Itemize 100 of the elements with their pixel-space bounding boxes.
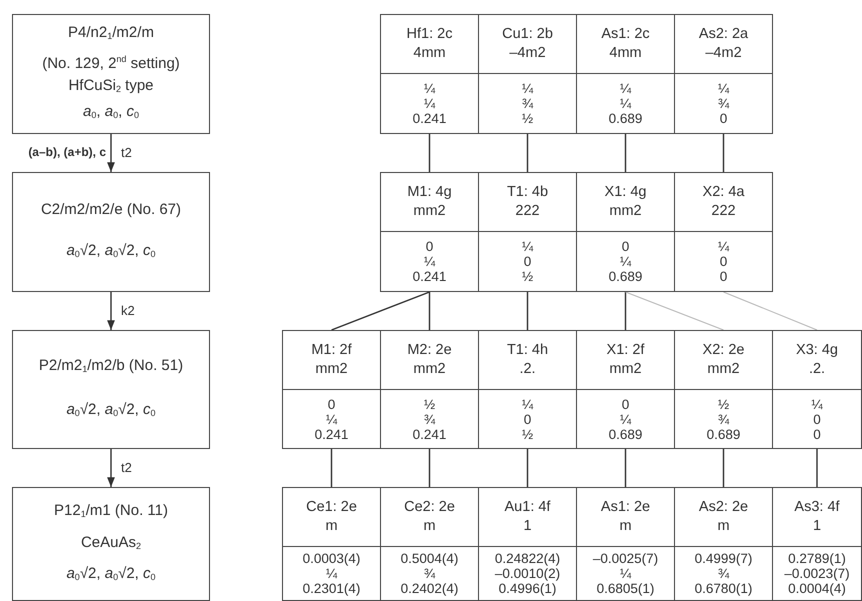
site-symmetry: mm2: [413, 202, 446, 221]
coordinate-value: ¾: [718, 566, 730, 581]
coordinate-value: 0.689: [608, 269, 642, 284]
site-symmetry: 222: [711, 202, 736, 221]
coordinate-value: 0: [720, 254, 728, 269]
site-label: Ce1: 2e: [306, 498, 357, 517]
coordinate-value: 0.241: [412, 111, 446, 126]
coordinate-value: ½: [718, 396, 730, 412]
site-symmetry: m: [619, 517, 632, 536]
coordinate-value: ¼: [326, 412, 338, 426]
coordinate-value: –0.0023(7): [784, 566, 850, 581]
connector-line: [816, 449, 818, 487]
coordinate-value: 0.2402(4): [400, 581, 458, 596]
space-group-box: [12, 487, 210, 601]
coordinate-value: 0: [622, 396, 630, 412]
coordinate-value: 0.689: [706, 426, 740, 442]
connector-line: [722, 449, 724, 487]
coordinate-value: ¼: [718, 81, 730, 96]
coordinate-value: 0.689: [608, 111, 642, 126]
site-symmetry: 222: [515, 202, 540, 221]
site-symmetry: 1: [523, 517, 532, 536]
site-table-column: [576, 14, 675, 134]
site-symmetry: 1: [812, 517, 822, 536]
site-table-column: [674, 487, 773, 601]
coordinate-value: 0.5004(4): [400, 551, 458, 566]
site-table-column: [380, 487, 479, 601]
site-label: T1: 4b: [506, 183, 548, 202]
edge-label: k2: [120, 303, 136, 318]
site-label: Au1: 4f: [504, 498, 550, 517]
site-symmetry: m: [717, 517, 730, 536]
edge-label: t2: [120, 145, 133, 160]
coordinate-value: 0: [426, 239, 434, 254]
coordinate-value: ½: [522, 426, 534, 442]
connector-line: [428, 134, 430, 172]
site-symmetry: 4mm: [413, 44, 446, 63]
arrow: [107, 292, 115, 330]
connector-line: [723, 292, 818, 330]
coordinate-value: 0.241: [314, 426, 348, 442]
site-table-column: [380, 330, 479, 449]
coordinate-value: ¾: [424, 566, 436, 581]
coordinate-value: 0.2301(4): [302, 581, 360, 596]
coordinate-value: ¼: [620, 254, 632, 269]
site-table-column: [772, 330, 862, 449]
connector-line: [624, 134, 626, 172]
site-symmetry: –4m2: [705, 44, 742, 63]
coordinate-value: ¼: [522, 81, 534, 96]
connector-line: [526, 449, 528, 487]
site-symmetry: –4m2: [509, 44, 546, 63]
space-group-symbol: P2/m2$_{1}$/m2/b (No. 51): [38, 357, 184, 376]
coordinate-value: ¼: [620, 81, 632, 96]
coordinate-value: 0.241: [412, 269, 446, 284]
coordinate-value: ¼: [424, 254, 436, 269]
group-text: a$_{0}$, a$_{0}$, c$_{0}$: [83, 103, 139, 122]
site-label: As1: 2e: [600, 498, 650, 517]
site-label: As2: 2e: [698, 498, 748, 517]
site-table-column: [380, 14, 479, 134]
coordinate-value: 0.0004(4): [788, 581, 846, 596]
site-table-column: [576, 487, 675, 601]
site-symmetry: mm2: [315, 360, 348, 379]
coordinate-value: 0.4996(1): [498, 581, 556, 596]
site-label: M1: 4g: [407, 183, 452, 202]
site-table-column: [282, 330, 381, 449]
connector-line: [526, 292, 528, 330]
site-table-column: [576, 330, 675, 449]
coordinate-value: 0.0003(4): [302, 551, 360, 566]
site-table-column: [478, 330, 577, 449]
coordinate-value: 0.2789(1): [788, 551, 846, 566]
coordinate-value: 0: [720, 269, 728, 284]
connector-line: [624, 292, 626, 330]
connector-line: [624, 449, 626, 487]
space-group-box: [12, 330, 210, 449]
site-label: X2: 2e: [702, 341, 744, 360]
basis-transformation: (a–b), (a+b), c: [27, 145, 107, 160]
connector-line: [428, 449, 430, 487]
group-text: a$_{0}$√2, a$_{0}$√2, c$_{0}$: [66, 242, 156, 262]
coordinate-value: ½: [522, 111, 534, 126]
site-table-column: [478, 172, 577, 292]
group-text: (No. 129, 2$^{nd}$ setting): [42, 52, 180, 73]
coordinate-value: ¼: [424, 81, 436, 96]
group-text: HfCuSi$_{2}$ type: [68, 77, 154, 96]
connector-line: [428, 292, 430, 330]
coordinate-value: 0: [524, 254, 532, 269]
coordinate-value: 0: [720, 111, 728, 126]
site-label: As2: 2a: [698, 25, 748, 44]
group-text: CeAuAs$_{2}$: [80, 534, 142, 552]
site-table-column: [478, 14, 577, 134]
site-symmetry: 4mm: [609, 44, 642, 63]
space-group-symbol: P4/n2$_{1}$/m2/m: [68, 24, 154, 43]
coordinate-value: ¾: [522, 96, 534, 111]
site-symmetry: m: [325, 517, 338, 536]
coordinate-value: 0: [524, 412, 532, 426]
coordinate-value: ¼: [811, 396, 823, 412]
coordinate-value: ¼: [522, 239, 534, 254]
coordinate-value: 0: [622, 239, 630, 254]
edge-label: t2: [120, 460, 133, 475]
site-table-column: [282, 487, 381, 601]
connector-line: [625, 292, 724, 330]
group-text: a$_{0}$√2, a$_{0}$√2, c$_{0}$: [66, 564, 156, 584]
coordinate-value: ¼: [522, 396, 534, 412]
coordinate-value: ½: [424, 396, 436, 412]
